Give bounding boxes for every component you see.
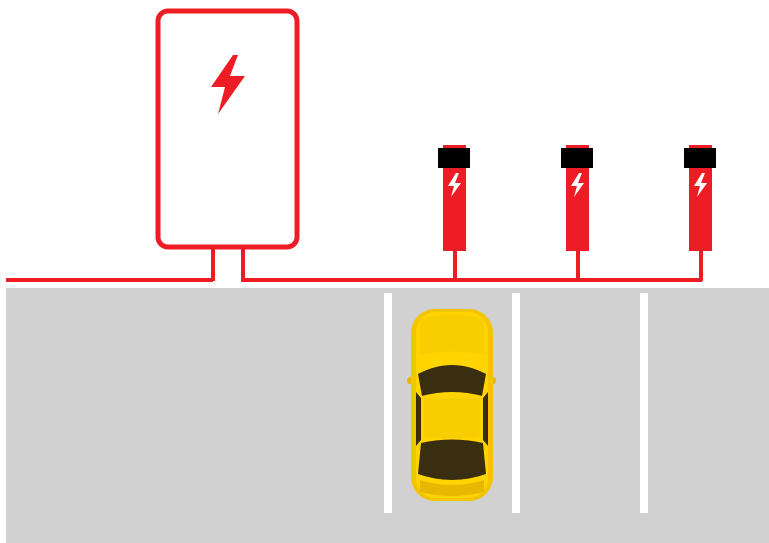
lane-line	[384, 293, 392, 513]
lane-line	[640, 293, 648, 513]
charger-head	[684, 148, 716, 168]
lane-line	[512, 293, 520, 513]
car-icon	[407, 309, 496, 501]
power-cable	[6, 245, 702, 281]
charger-post	[438, 145, 470, 251]
charger-post	[561, 145, 593, 251]
charging-station-cabinet	[158, 11, 297, 247]
charger-head	[561, 148, 593, 168]
charger-post	[684, 145, 716, 251]
charger-head	[438, 148, 470, 168]
